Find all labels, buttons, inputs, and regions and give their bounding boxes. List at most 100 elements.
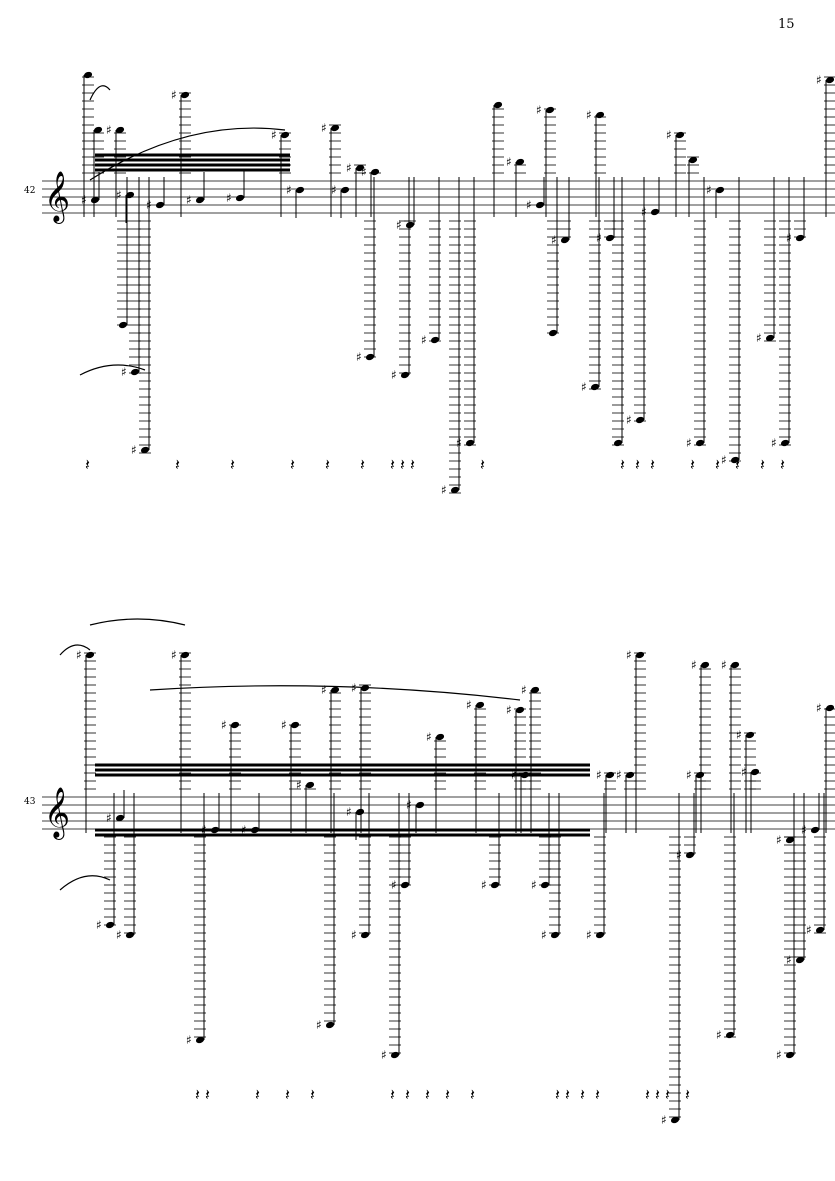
sharp-icon: ♯ — [221, 718, 227, 732]
note-head — [280, 131, 290, 139]
sharp-icon: ♯ — [531, 878, 537, 892]
quarter-rest-icon: 𝄽 — [445, 1085, 450, 1104]
note-head — [560, 236, 570, 244]
note-head — [605, 234, 615, 242]
sharp-icon: ♯ — [706, 183, 712, 197]
sharp-icon: ♯ — [321, 121, 327, 135]
treble-clef-icon: 𝄞 — [44, 171, 70, 224]
page-number: 15 — [778, 17, 795, 32]
note-head — [340, 186, 350, 194]
sharp-icon: ♯ — [481, 878, 487, 892]
sharp-icon: ♯ — [346, 805, 352, 819]
sharp-icon: ♯ — [171, 88, 177, 102]
note-head — [715, 186, 725, 194]
sharp-icon: ♯ — [686, 436, 692, 450]
measure-number: 43 — [24, 797, 36, 807]
sharp-icon: ♯ — [391, 368, 397, 382]
sharp-icon: ♯ — [76, 648, 82, 662]
sharp-icon: ♯ — [736, 728, 742, 742]
note-head — [360, 931, 370, 939]
sharp-icon: ♯ — [106, 123, 112, 137]
note-head — [180, 91, 190, 99]
sharp-icon: ♯ — [626, 413, 632, 427]
sharp-icon: ♯ — [806, 923, 812, 937]
note-head — [625, 771, 635, 779]
note-head — [475, 701, 485, 709]
note-head — [90, 196, 100, 204]
quarter-rest-icon: 𝄽 — [400, 455, 405, 474]
sharp-icon: ♯ — [616, 768, 622, 782]
note-head — [515, 706, 525, 714]
sharp-icon: ♯ — [716, 1028, 722, 1042]
quarter-rest-icon: 𝄽 — [360, 455, 365, 474]
note-head — [125, 931, 135, 939]
treble-clef-icon: 𝄞 — [44, 787, 70, 840]
sharp-icon: ♯ — [81, 193, 87, 207]
sharp-icon: ♯ — [741, 765, 747, 779]
note-head — [730, 661, 740, 669]
quarter-rest-icon: 𝄽 — [665, 1085, 670, 1104]
sharp-icon: ♯ — [381, 1048, 387, 1062]
note-head — [180, 651, 190, 659]
tie — [59, 644, 91, 656]
note-head — [355, 164, 365, 172]
note-head — [795, 234, 805, 242]
sharp-icon: ♯ — [786, 953, 792, 967]
quarter-rest-icon: 𝄽 — [325, 455, 330, 474]
sharp-icon: ♯ — [96, 918, 102, 932]
sharp-icon: ♯ — [466, 698, 472, 712]
sharp-icon: ♯ — [391, 878, 397, 892]
sharp-icon: ♯ — [286, 183, 292, 197]
sharp-icon: ♯ — [106, 811, 112, 825]
note-head — [105, 921, 115, 929]
tie — [89, 618, 186, 626]
quarter-rest-icon: 𝄽 — [310, 1085, 315, 1104]
quarter-rest-icon: 𝄽 — [760, 455, 765, 474]
note-head — [115, 126, 125, 134]
sharp-icon: ♯ — [456, 436, 462, 450]
note-head — [93, 126, 103, 134]
quarter-rest-icon: 𝄽 — [635, 455, 640, 474]
sharp-icon: ♯ — [721, 658, 727, 672]
note-head — [595, 931, 605, 939]
note-head — [695, 771, 705, 779]
note-head — [430, 336, 440, 344]
note-head — [490, 881, 500, 889]
sharp-icon: ♯ — [536, 103, 542, 117]
note-head — [613, 439, 623, 447]
sharp-icon: ♯ — [406, 798, 412, 812]
sharp-icon: ♯ — [241, 823, 247, 837]
note-head — [780, 439, 790, 447]
note-head — [195, 196, 205, 204]
note-head — [140, 446, 150, 454]
note-head — [355, 808, 365, 816]
note-head — [450, 486, 460, 494]
note-head — [688, 156, 698, 164]
tie — [149, 685, 521, 701]
note-head — [530, 686, 540, 694]
sharp-icon: ♯ — [691, 658, 697, 672]
note-head — [515, 158, 525, 166]
note-head — [415, 801, 425, 809]
sharp-icon: ♯ — [816, 73, 822, 87]
note-head — [595, 111, 605, 119]
note-head — [545, 106, 555, 114]
sharp-icon: ♯ — [511, 768, 517, 782]
note-head — [785, 1051, 795, 1059]
note-head — [725, 1031, 735, 1039]
note-head — [825, 76, 835, 84]
note-head — [695, 439, 705, 447]
note-head — [365, 353, 375, 361]
tie — [79, 364, 146, 376]
sharp-icon: ♯ — [226, 191, 232, 205]
quarter-rest-icon: 𝄽 — [685, 1085, 690, 1104]
sharp-icon: ♯ — [661, 1113, 667, 1127]
sharp-icon: ♯ — [186, 193, 192, 207]
sharp-icon: ♯ — [331, 183, 337, 197]
note-head — [115, 814, 125, 822]
quarter-rest-icon: 𝄽 — [690, 455, 695, 474]
note-head — [230, 721, 240, 729]
sharp-icon: ♯ — [146, 198, 152, 212]
note-head — [685, 851, 695, 859]
quarter-rest-icon: 𝄽 — [620, 455, 625, 474]
